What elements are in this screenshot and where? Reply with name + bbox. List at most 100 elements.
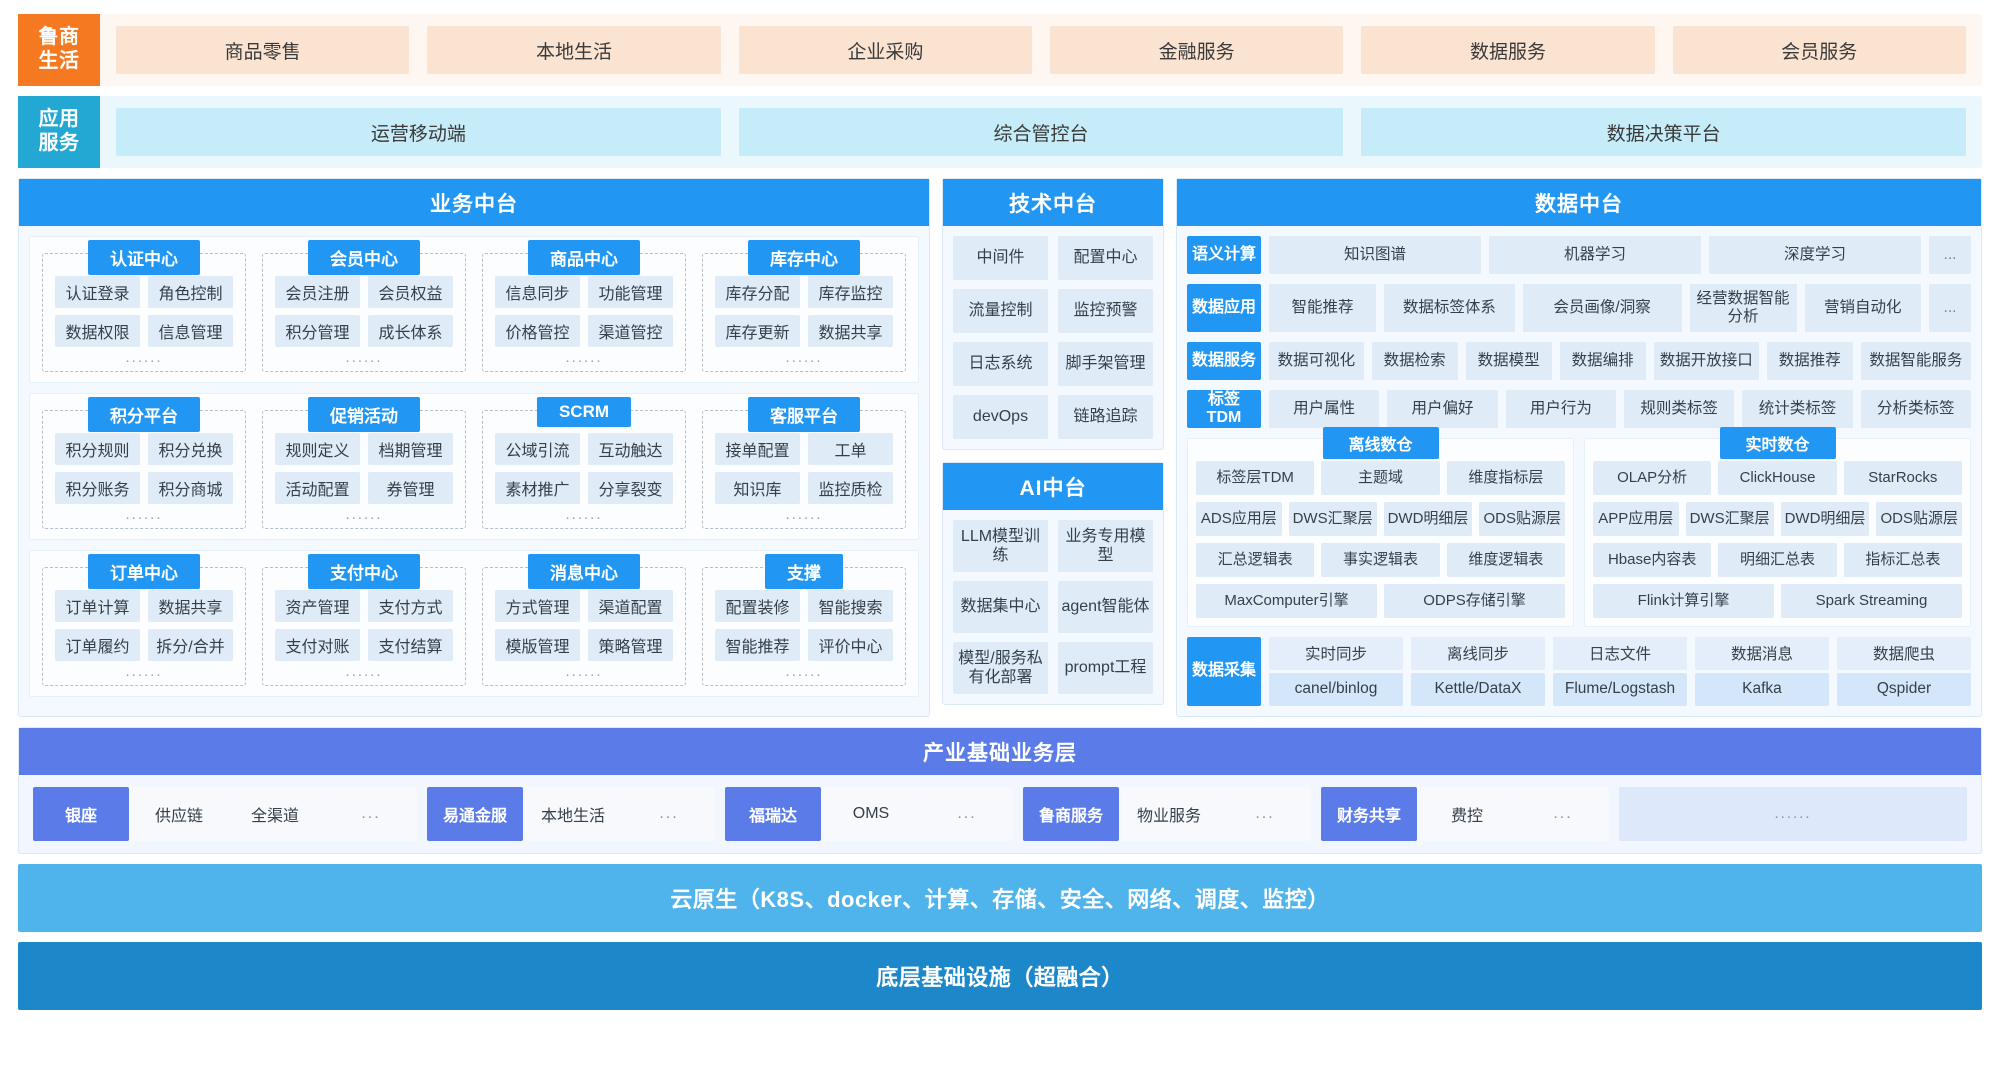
- warehouse-cell[interactable]: ODS贴源层: [1876, 501, 1963, 536]
- business-module-item[interactable]: 库存监控: [808, 276, 893, 308]
- retail-item[interactable]: 数据服务: [1361, 26, 1655, 74]
- data-cell[interactable]: 规则类标签: [1623, 389, 1735, 428]
- business-module-item[interactable]: 模版管理: [495, 629, 580, 661]
- warehouse-cell[interactable]: 事实逻辑表: [1321, 542, 1440, 577]
- ai-item[interactable]: 数据集中心: [953, 581, 1048, 633]
- collection-tool[interactable]: Kettle/DataX: [1411, 672, 1545, 706]
- business-module-item[interactable]: 互动触达: [588, 433, 673, 465]
- data-cell[interactable]: 数据编排: [1559, 341, 1646, 380]
- data-cell[interactable]: 知识图谱: [1269, 236, 1481, 274]
- data-cell[interactable]: 深度学习: [1709, 236, 1921, 274]
- data-cell[interactable]: 统计类标签: [1742, 389, 1853, 428]
- business-module-item[interactable]: 公域引流: [495, 433, 580, 465]
- data-cell[interactable]: 用户属性: [1269, 389, 1380, 428]
- warehouse-cell[interactable]: 汇总逻辑表: [1196, 542, 1315, 577]
- business-module-item[interactable]: 数据权限: [55, 315, 140, 347]
- business-module-item[interactable]: 认证登录: [55, 276, 140, 308]
- business-module-item[interactable]: 智能推荐: [715, 629, 800, 661]
- industry-cell[interactable]: 全渠道: [229, 786, 321, 841]
- ai-item[interactable]: LLM模型训练: [953, 520, 1048, 572]
- industry-cell[interactable]: 费控: [1421, 786, 1513, 841]
- retail-item[interactable]: 金融服务: [1049, 26, 1344, 74]
- warehouse-cell[interactable]: DWD明细层: [1383, 501, 1473, 536]
- ai-item[interactable]: 模型/服务私有化部署: [953, 642, 1048, 694]
- ai-item[interactable]: 业务专用模型: [1058, 520, 1153, 572]
- business-module-item[interactable]: 方式管理: [495, 590, 580, 622]
- business-module[interactable]: 促销活动 规则定义 档期管理 活动配置 券管理 ......: [262, 397, 466, 529]
- warehouse-cell[interactable]: ODPS存储引擎: [1384, 583, 1565, 618]
- data-cell[interactable]: 会员画像/洞察: [1522, 284, 1682, 332]
- business-module-item[interactable]: 渠道管控: [588, 315, 673, 347]
- data-cell[interactable]: 智能推荐: [1269, 284, 1377, 332]
- business-module-item[interactable]: 拆分/合并: [148, 629, 233, 661]
- business-module-item[interactable]: 订单计算: [55, 590, 140, 622]
- data-cell[interactable]: 经营数据智能分析: [1689, 284, 1797, 332]
- warehouse-cell[interactable]: ODS贴源层: [1479, 501, 1566, 536]
- retail-item[interactable]: 本地生活: [427, 26, 721, 74]
- warehouse-cell[interactable]: 维度逻辑表: [1446, 542, 1565, 577]
- collection-tool[interactable]: Qspider: [1837, 672, 1971, 706]
- data-cell[interactable]: 数据检索: [1371, 341, 1458, 380]
- business-module-item[interactable]: 规则定义: [275, 433, 360, 465]
- business-module-item[interactable]: 评价中心: [808, 629, 893, 661]
- business-module[interactable]: SCRM 公域引流 互动触达 素材推广 分享裂变 ......: [482, 397, 686, 529]
- retail-item[interactable]: 企业采购: [738, 26, 1032, 74]
- collection-source[interactable]: 数据爬虫: [1837, 636, 1971, 670]
- business-module-item[interactable]: 活动配置: [275, 472, 360, 504]
- warehouse-cell[interactable]: DWS汇聚层: [1685, 501, 1774, 536]
- business-module-item[interactable]: 积分兑换: [148, 433, 233, 465]
- business-module-item[interactable]: 数据共享: [808, 315, 893, 347]
- collection-source[interactable]: 日志文件: [1553, 636, 1687, 670]
- business-module-item[interactable]: 档期管理: [368, 433, 453, 465]
- app-service-item[interactable]: 数据决策平台: [1361, 108, 1967, 156]
- business-module-item[interactable]: 支付对账: [275, 629, 360, 661]
- warehouse-cell[interactable]: 明细汇总表: [1718, 542, 1837, 577]
- business-module[interactable]: 积分平台 积分规则 积分兑换 积分账务 积分商城 ......: [42, 397, 246, 529]
- industry-cell[interactable]: OMS: [825, 786, 917, 841]
- industry-cell[interactable]: 物业服务: [1123, 786, 1215, 841]
- business-module-item[interactable]: 积分管理: [275, 315, 360, 347]
- business-module-item[interactable]: 知识库: [715, 472, 800, 504]
- tech-item[interactable]: devOps: [953, 395, 1048, 439]
- warehouse-cell[interactable]: DWD明细层: [1780, 501, 1870, 536]
- app-service-item[interactable]: 运营移动端: [116, 108, 721, 156]
- warehouse-cell[interactable]: ClickHouse: [1718, 460, 1837, 495]
- business-module-item[interactable]: 库存更新: [715, 315, 800, 347]
- data-cell[interactable]: 分析类标签: [1860, 389, 1971, 428]
- business-module-item[interactable]: 智能搜索: [808, 590, 893, 622]
- tech-item[interactable]: 链路追踪: [1058, 395, 1153, 439]
- ai-item[interactable]: agent智能体: [1058, 581, 1153, 633]
- industry-group-lead[interactable]: 鲁商服务: [1023, 786, 1119, 841]
- warehouse-cell[interactable]: Flink计算引擎: [1593, 583, 1774, 618]
- business-module-item[interactable]: 工单: [808, 433, 893, 465]
- collection-source[interactable]: 数据消息: [1695, 636, 1829, 670]
- tech-item[interactable]: 日志系统: [953, 342, 1048, 386]
- warehouse-cell[interactable]: Hbase内容表: [1593, 542, 1712, 577]
- data-cell[interactable]: 数据推荐: [1766, 341, 1853, 380]
- tech-item[interactable]: 流量控制: [953, 289, 1048, 333]
- collection-tool[interactable]: canel/binlog: [1269, 672, 1403, 706]
- data-cell[interactable]: 数据智能服务: [1860, 341, 1971, 380]
- tech-item[interactable]: 中间件: [953, 236, 1048, 280]
- warehouse-cell[interactable]: MaxComputer引擎: [1196, 583, 1377, 618]
- data-cell[interactable]: 数据模型: [1465, 341, 1552, 380]
- warehouse-cell[interactable]: Spark Streaming: [1781, 583, 1962, 618]
- business-module-item[interactable]: 成长体系: [368, 315, 453, 347]
- industry-group-lead[interactable]: 易通金服: [427, 786, 523, 841]
- warehouse-cell[interactable]: 维度指标层: [1446, 460, 1565, 495]
- business-module-item[interactable]: 监控质检: [808, 472, 893, 504]
- business-module-item[interactable]: 积分商城: [148, 472, 233, 504]
- business-module-item[interactable]: 角色控制: [148, 276, 233, 308]
- business-module-item[interactable]: 资产管理: [275, 590, 360, 622]
- business-module-item[interactable]: 数据共享: [148, 590, 233, 622]
- warehouse-cell[interactable]: OLAP分析: [1593, 460, 1712, 495]
- business-module[interactable]: 支付中心 资产管理 支付方式 支付对账 支付结算 ......: [262, 554, 466, 686]
- tech-item[interactable]: 监控预警: [1058, 289, 1153, 333]
- business-module-item[interactable]: 渠道配置: [588, 590, 673, 622]
- retail-item[interactable]: 商品零售: [116, 26, 410, 74]
- business-module[interactable]: 消息中心 方式管理 渠道配置 模版管理 策略管理 ......: [482, 554, 686, 686]
- collection-tool[interactable]: Kafka: [1695, 672, 1829, 706]
- business-module-item[interactable]: 接单配置: [715, 433, 800, 465]
- collection-source[interactable]: 实时同步: [1269, 636, 1403, 670]
- data-cell[interactable]: 用户行为: [1505, 389, 1616, 428]
